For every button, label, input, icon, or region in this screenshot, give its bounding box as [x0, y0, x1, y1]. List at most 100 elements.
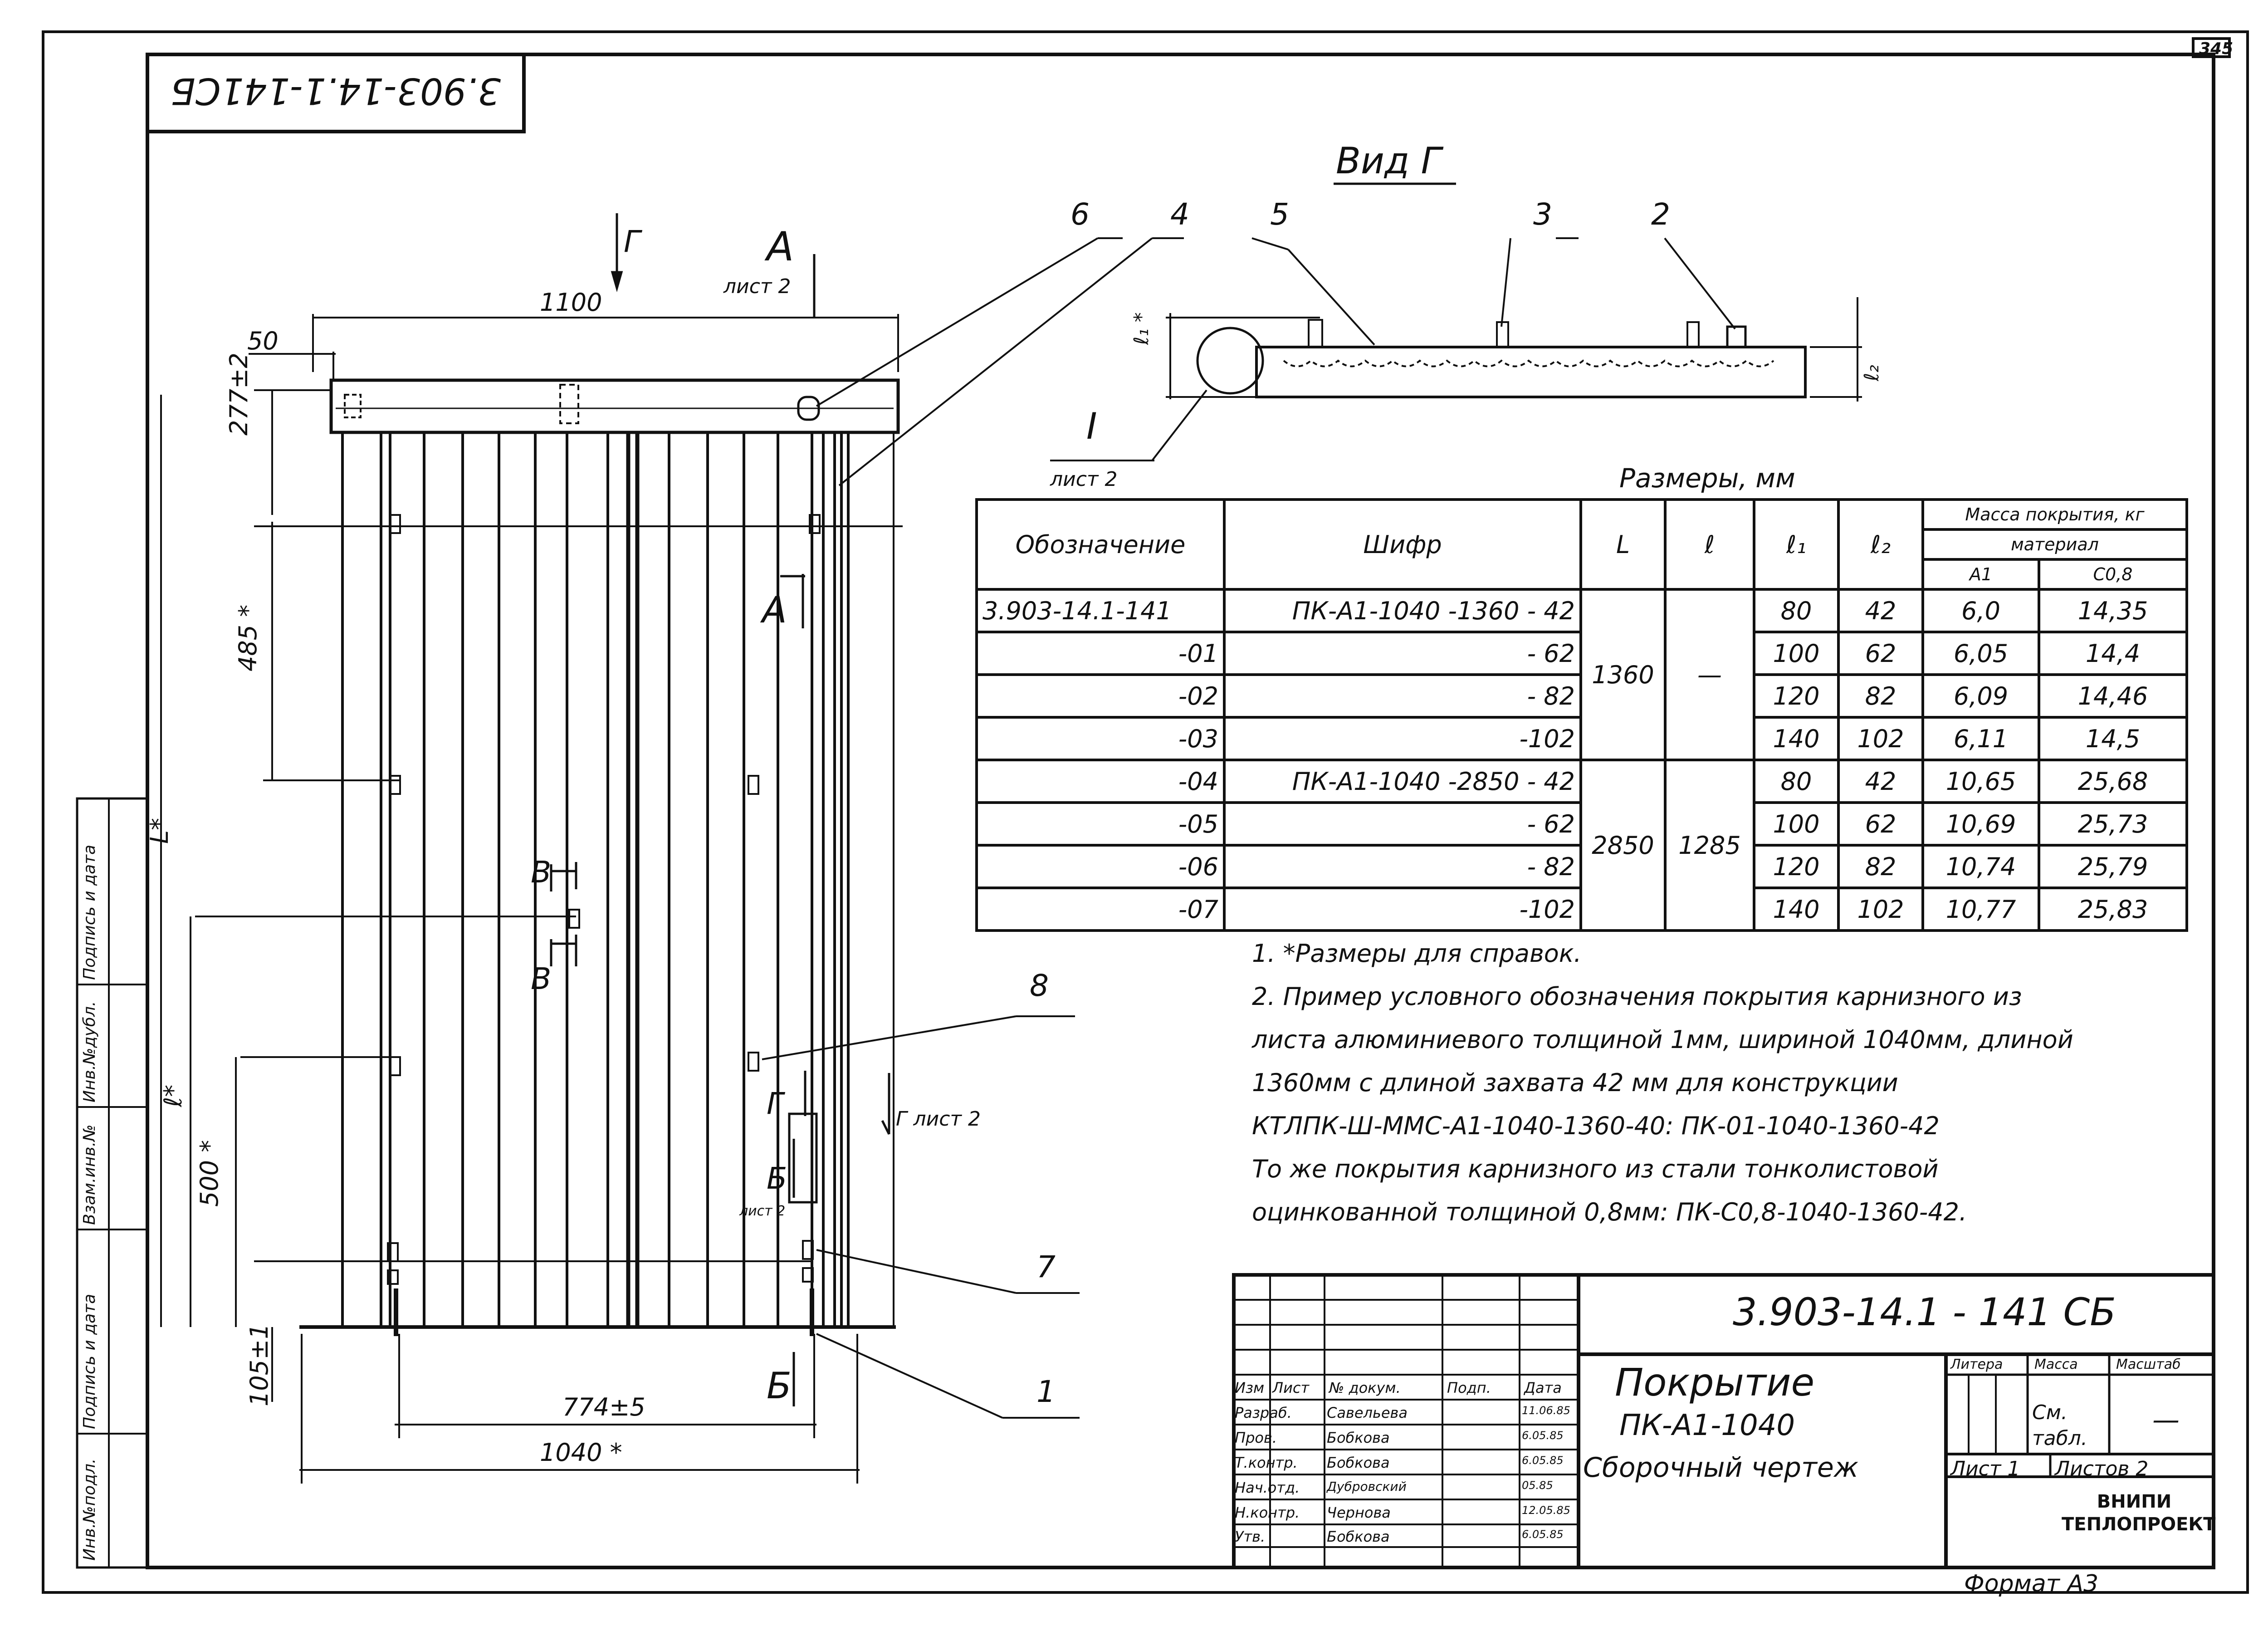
- org-name: ВНИПИ ТЕПЛОПРОЕКТ: [2062, 1491, 2216, 1535]
- table-cell: ПК-А1-1040 -1360 - 42: [1223, 588, 1582, 633]
- callout-7: 7: [1036, 1249, 1056, 1284]
- col-sign: Подп.: [1447, 1379, 1491, 1396]
- dim-485: 485 *: [234, 604, 262, 671]
- table-cell: -01: [975, 631, 1226, 676]
- group2-l: 1285: [1664, 759, 1755, 932]
- sheet-label: Лист 1: [1950, 1457, 2020, 1480]
- date: 6.05.85: [1522, 1429, 1564, 1442]
- note-line: То же покрытия карнизного из стали тонко…: [1252, 1155, 1939, 1183]
- top-fastener-right: [797, 396, 820, 421]
- name: Бобкова: [1327, 1454, 1390, 1471]
- table-cell: 80: [1753, 588, 1840, 633]
- dim-105: 105±1: [245, 1323, 274, 1406]
- hdr-mass: Масса покрытия, кг: [1921, 498, 2188, 531]
- table-cell: -02: [975, 673, 1226, 719]
- date: 05.85: [1522, 1479, 1553, 1492]
- role: Пров.: [1235, 1429, 1277, 1446]
- table-cell: 14,5: [2038, 716, 2188, 761]
- detail-mark-I: I: [1086, 405, 1097, 447]
- doc-code: 3.903-14.1 - 141 СБ: [1733, 1290, 2116, 1334]
- sheet-number-box: [2192, 37, 2231, 58]
- table-cell: 10,77: [1921, 887, 2040, 932]
- table-cell: 102: [1837, 716, 1924, 761]
- table-cell: 140: [1753, 887, 1840, 932]
- section-a-sheet: лист 2: [723, 275, 791, 298]
- section-a-right: А: [762, 589, 787, 631]
- dim-offset: 50: [247, 327, 279, 355]
- dim-L: L*: [145, 818, 174, 844]
- note-line: КТЛПК-Ш-ММС-А1-1040-1360-40: ПК-01-1040-…: [1252, 1112, 1940, 1140]
- section-b-small-sheet: лист 2: [739, 1203, 786, 1219]
- side-stamp-sign-date-1: Подпись и дата: [80, 1293, 99, 1429]
- side-stamp-sign-date-2: Подпись и дата: [80, 844, 99, 980]
- table-cell: 25,83: [2038, 887, 2188, 932]
- side-stamp-inv-podl: Инв.№подл.: [80, 1458, 99, 1561]
- table-cell: 25,68: [2038, 759, 2188, 804]
- col-doc: № докум.: [1329, 1379, 1401, 1396]
- table-row: 3.903-14.1-141 ПК-А1-1040 -1360 - 42 136…: [975, 588, 2188, 761]
- litera-label: Литера: [1950, 1357, 2003, 1372]
- hdr-code: Шифр: [1223, 498, 1582, 591]
- date: 6.05.85: [1522, 1454, 1564, 1467]
- section-b-small: Б: [767, 1161, 787, 1196]
- profile-body: [1255, 346, 1807, 398]
- role: Нач.отд.: [1235, 1479, 1300, 1496]
- table-cell: - 62: [1223, 801, 1582, 847]
- note-line: листа алюминиевого толщиной 1мм, шириной…: [1252, 1025, 2073, 1054]
- table-cell: 3.903-14.1-141: [975, 588, 1226, 633]
- table-cell: -05: [975, 801, 1226, 847]
- table-cell: - 82: [1223, 844, 1582, 889]
- role: Т.контр.: [1235, 1454, 1298, 1471]
- top-bracket: [329, 378, 900, 434]
- role: Разраб.: [1235, 1404, 1292, 1421]
- detail-circle-I: [1196, 327, 1264, 395]
- plan-view: [160, 213, 1184, 1484]
- table-cell: 6,11: [1921, 716, 2040, 761]
- title-line1: Покрытие: [1615, 1360, 1815, 1405]
- table-cell: 62: [1837, 801, 1924, 847]
- date: 12.05.85: [1522, 1504, 1570, 1517]
- table-cell: 120: [1753, 844, 1840, 889]
- table-cell: 140: [1753, 716, 1840, 761]
- table-cell: 102: [1837, 887, 1924, 932]
- note-line: 1. *Размеры для справок.: [1252, 939, 1582, 968]
- table-caption: Размеры, мм: [1619, 463, 1795, 494]
- callout-6: 6: [1070, 197, 1090, 232]
- table-cell: 25,73: [2038, 801, 2188, 847]
- sheets-label: Листов 2: [2055, 1457, 2149, 1480]
- dim-277: 277±2: [225, 353, 253, 436]
- view-g-elevation: [1050, 182, 1862, 461]
- table-cell: 82: [1837, 673, 1924, 719]
- hdr-l1: ℓ₁: [1753, 498, 1840, 591]
- table-cell: - 62: [1223, 631, 1582, 676]
- hdr-designation: Обозначение: [975, 498, 1226, 591]
- table-cell: 100: [1753, 631, 1840, 676]
- rotated-doc-code: 3.903-14.1-141СБ: [170, 70, 501, 112]
- hdr-l: ℓ: [1664, 498, 1755, 591]
- side-stamp-vzam-inv: Взам.инв.№: [80, 1124, 99, 1225]
- table-cell: -07: [975, 887, 1226, 932]
- section-g-sheet: Г лист 2: [896, 1107, 981, 1131]
- table-cell: -04: [975, 759, 1226, 804]
- table-cell: 62: [1837, 631, 1924, 676]
- table-cell: 10,74: [1921, 844, 2040, 889]
- note-line: 2. Пример условного обозначения покрытия…: [1252, 982, 2022, 1011]
- group1-L: 1360: [1579, 588, 1667, 761]
- table-cell: - 82: [1223, 673, 1582, 719]
- outer-frame: [42, 30, 2249, 1594]
- name: Бобкова: [1327, 1528, 1390, 1545]
- mass-value: См. табл.: [2032, 1401, 2087, 1450]
- col-list: Лист: [1272, 1379, 1310, 1396]
- section-a-label: А: [767, 223, 794, 270]
- table-cell: 100: [1753, 801, 1840, 847]
- side-stamp-frame: [76, 797, 149, 1569]
- date: 6.05.85: [1522, 1528, 1564, 1541]
- table-cell: 120: [1753, 673, 1840, 719]
- table-cell: 25,79: [2038, 844, 2188, 889]
- callout-8: 8: [1030, 968, 1049, 1003]
- table-cell: 10,69: [1921, 801, 2040, 847]
- dim-top-width: 1100: [540, 288, 602, 317]
